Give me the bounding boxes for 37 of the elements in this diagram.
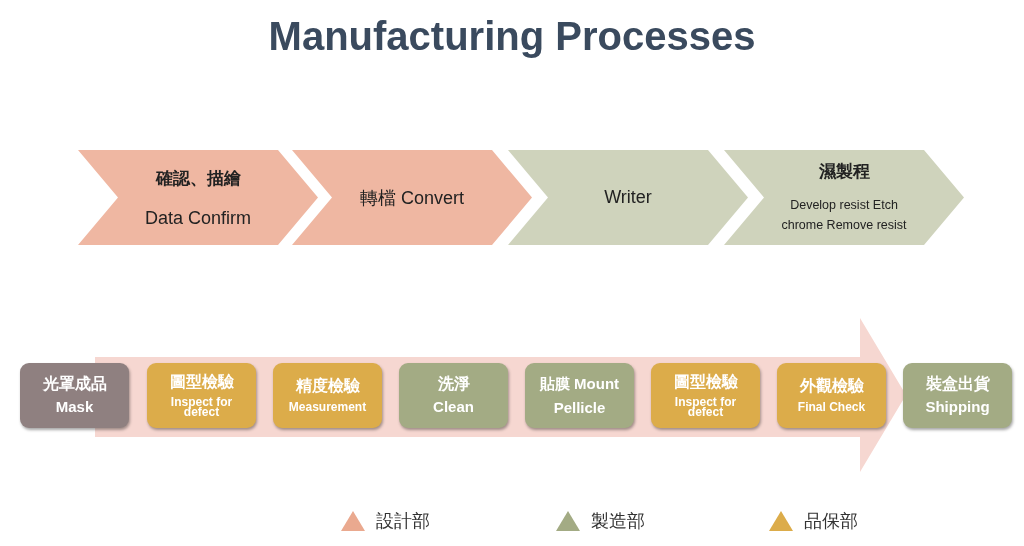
- step-label: 光罩成品: [42, 376, 107, 393]
- step-label: Inspect for defect: [169, 396, 234, 418]
- legend-label: 品保部: [804, 510, 858, 533]
- step-label: Final Check: [797, 400, 866, 414]
- step-label: Develop resist Etch chrome Remove resist: [780, 197, 908, 234]
- process-step: [292, 150, 532, 245]
- legend-label: 設計部: [376, 510, 430, 533]
- step-label: Data Confirm: [145, 207, 251, 229]
- step-label: 確認、描繪: [155, 167, 241, 190]
- step-box: [903, 363, 1012, 428]
- process-step: [508, 150, 748, 245]
- step-label: Writer: [604, 187, 652, 208]
- step-label: 洗淨: [437, 376, 470, 393]
- step-label: 貼膜 Mount Pellicle: [538, 373, 621, 418]
- step-label: Inspect for defect: [673, 396, 738, 418]
- legend-label: 製造部: [591, 510, 645, 533]
- step-box: [399, 363, 508, 428]
- step-label: 轉檔 Convert: [360, 186, 464, 210]
- step-box: [651, 363, 760, 428]
- process-step: [724, 150, 964, 245]
- step-box: [525, 363, 634, 428]
- step-box: [147, 363, 256, 428]
- process-step: [78, 150, 318, 245]
- step-label: Shipping: [925, 399, 990, 415]
- step-label: Clean: [433, 399, 474, 415]
- step-label: 濕製程: [818, 161, 870, 183]
- step-label: Mask: [55, 399, 94, 415]
- step-label: 裝盒出貨: [925, 376, 990, 393]
- step-box: [273, 363, 382, 428]
- step-label: Measurement: [288, 400, 367, 414]
- step-box: [777, 363, 886, 428]
- title: Manufacturing Processes: [267, 14, 757, 59]
- step-box: [20, 363, 129, 428]
- step-label: 圖型檢驗: [673, 373, 738, 391]
- step-label: 外觀檢驗: [799, 377, 864, 395]
- step-label: 精度檢驗: [295, 377, 360, 395]
- step-label: 圖型檢驗: [169, 373, 234, 391]
